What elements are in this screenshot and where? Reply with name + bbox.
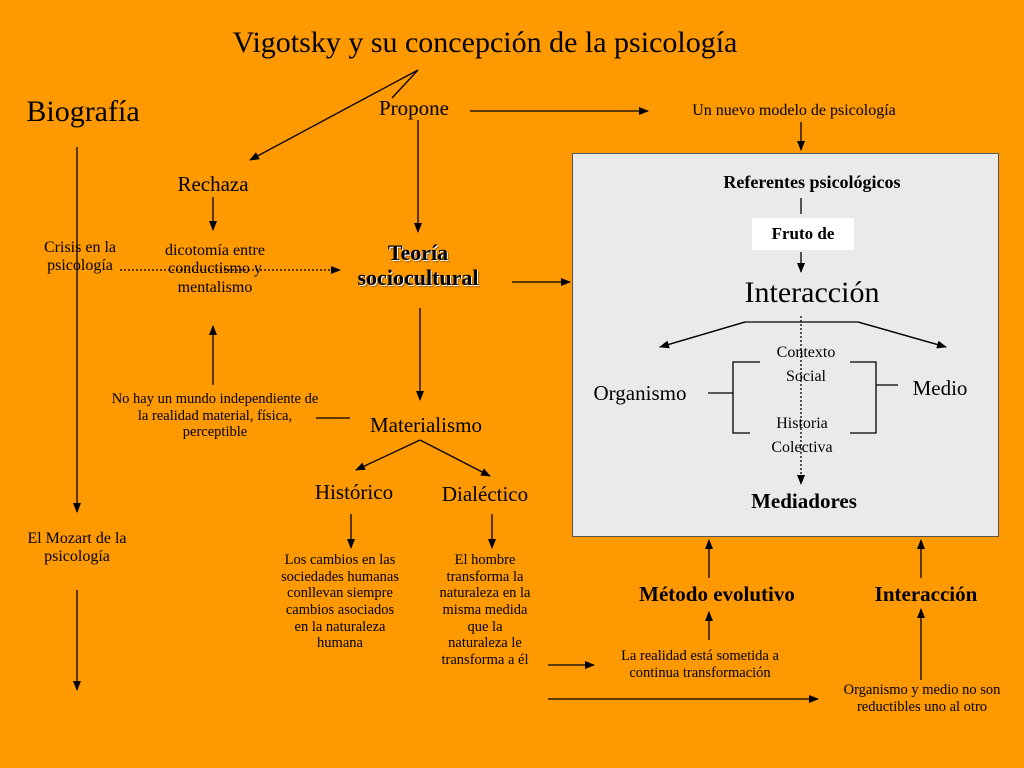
fruto-de-box: Fruto de [752,218,854,250]
dialectico-label: Dialéctico [441,482,529,506]
organismo-medio-label: Organismo y medio no son reductibles uno… [843,682,1001,715]
nuevo-modelo-label: Un nuevo modelo de psicología [692,102,896,119]
left-bracket [732,361,760,434]
medio-label: Medio [912,376,968,400]
mediadores-label: Mediadores [751,489,857,513]
fruto-de-label: Fruto de [771,224,835,243]
no-hay-mundo-label: No hay un mundo independiente de la real… [111,391,319,441]
page-title: Vigotsky y su concepción de la psicologí… [232,26,738,59]
teoria-line2: sociocultural [357,265,479,291]
interaccion-bottom-label: Interacción [874,582,978,606]
historico-label: Histórico [314,480,394,504]
teoria-sociocultural-title: Teoría sociocultural [320,240,516,291]
right-bracket [850,361,877,434]
mozart-label: El Mozart de la psicología [27,530,127,566]
propone-label: Propone [379,96,449,120]
historia-colectiva-label: Historia Colectiva [771,415,833,456]
referentes-panel [572,153,999,537]
teoria-line1: Teoría [387,240,449,265]
line-title-propone [391,69,419,99]
crisis-label: Crisis en la psicología [44,239,116,275]
referentes-label: Referentes psicológicos [723,172,901,192]
arrow-title-rechaza [249,69,419,161]
arrow-to-medio [857,321,947,349]
arrow-to-organismo [659,321,746,349]
dialectico-description: El hombre transforma la naturaleza en la… [439,552,531,669]
arrow-mat-historico [355,439,421,471]
contexto-social-label: Contexto Social [776,344,836,385]
realidad-sometida-label: La realidad está sometida a continua tra… [621,648,779,681]
interaccion-panel-label: Interacción [744,276,880,309]
arrow-mat-dialectico [419,439,491,477]
organismo-label: Organismo [593,381,687,405]
biografia-label: Biografía [26,95,140,128]
materialismo-label: Materialismo [370,413,482,437]
historico-description: Los cambios en las sociedades humanas co… [281,552,399,652]
metodo-evolutivo-label: Método evolutivo [639,582,795,606]
dicotomia-label: dicotomía entre conductismo y mentalismo [165,242,265,296]
rechaza-label: Rechaza [177,172,249,196]
